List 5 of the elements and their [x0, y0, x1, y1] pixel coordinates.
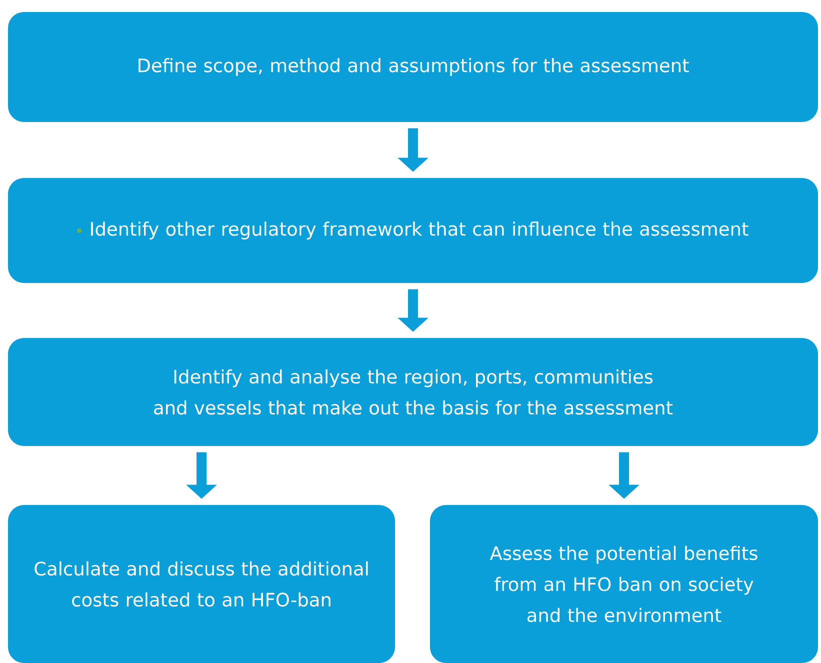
- process-box: Identify other regulatory framework that can influence the assessment: [8, 178, 818, 283]
- process-box: Assess the potential benefits from an HFO ban on society and the environment: [430, 505, 818, 663]
- process-box: Calculate and discuss the additional costs related to an HFO-ban: [8, 505, 395, 663]
- process-box: Identify and analyse the region, ports, communities and vessels that make out the basis for the assessment: [8, 338, 818, 446]
- process-box: Define scope, method and assumptions for the assessment: [8, 12, 818, 122]
